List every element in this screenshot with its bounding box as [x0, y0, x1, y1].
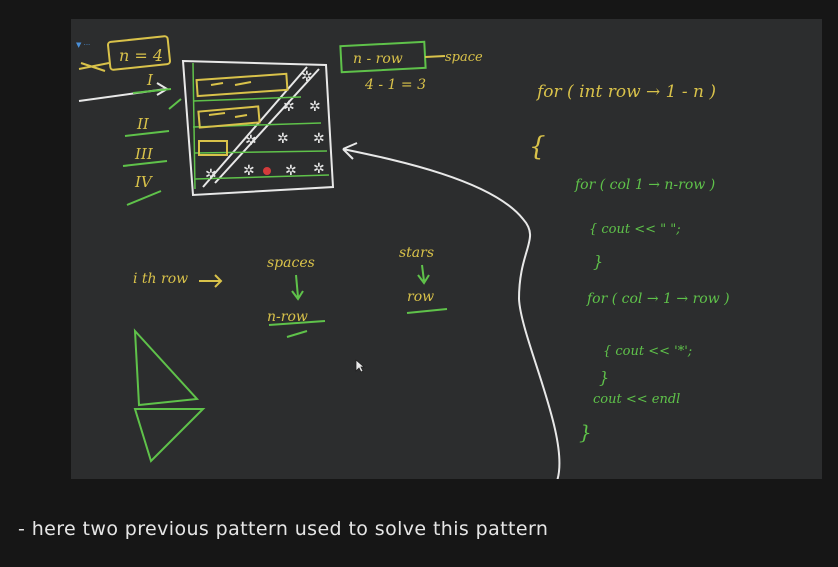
svg-text:✲: ✲	[285, 163, 297, 179]
whiteboard-drawing: ▼ ··· n = 4 I II III IV	[76, 35, 730, 479]
svg-text:✲: ✲	[313, 131, 325, 147]
svg-text:spaces: spaces	[267, 255, 315, 271]
callout-arrow	[342, 148, 561, 479]
svg-text:✲: ✲	[283, 99, 295, 115]
triangle-sketches	[133, 328, 206, 463]
svg-text:space: space	[445, 50, 483, 65]
svg-text:4 - 1 = 3: 4 - 1 = 3	[364, 77, 426, 93]
laser-pointer-dot	[263, 167, 271, 175]
app-logo-mark: ▼ ···	[76, 41, 90, 49]
svg-text:✲: ✲	[313, 161, 325, 177]
svg-text:}: }	[599, 368, 609, 387]
svg-text:n - row: n - row	[353, 51, 403, 67]
svg-text:✲: ✲	[205, 167, 217, 183]
svg-text:i th row: i th row	[133, 271, 188, 287]
svg-text:✲: ✲	[243, 163, 255, 179]
svg-text:✲: ✲	[245, 133, 257, 149]
svg-text:IV: IV	[134, 173, 154, 191]
ith-row-note: i th row spaces n-row stars row	[133, 245, 448, 338]
svg-text:✲: ✲	[277, 131, 289, 147]
whiteboard-canvas[interactable]: ▼ ··· n = 4 I II III IV	[71, 19, 822, 479]
svg-text:for ( int row → 1 - n ): for ( int row → 1 - n )	[535, 82, 716, 102]
svg-text:}: }	[593, 252, 603, 271]
svg-text:{ cout << " ";: { cout << " ";	[589, 222, 681, 237]
svg-text:✲: ✲	[301, 69, 313, 85]
n-value-note: n = 4	[78, 35, 172, 72]
pattern-grid: ✲ ✲ ✲ ✲ ✲ ✲ ✲ ✲ ✲ ✲	[181, 59, 335, 197]
svg-text:III: III	[134, 145, 154, 163]
svg-text:for ( col → 1 → row ): for ( col → 1 → row )	[586, 291, 730, 307]
svg-text:for ( col 1 → n-row ): for ( col 1 → n-row )	[574, 177, 715, 193]
svg-text:n = 4: n = 4	[119, 46, 163, 65]
svg-text:row: row	[407, 289, 434, 305]
svg-text:{: {	[529, 132, 546, 162]
mouse-cursor-icon	[355, 358, 366, 377]
code-snippet: for ( int row → 1 - n ) { for ( col 1 → …	[529, 82, 730, 444]
svg-text:cout << endl: cout << endl	[593, 392, 680, 407]
svg-text:n-row: n-row	[267, 309, 308, 325]
svg-text:{ cout << '*';: { cout << '*';	[603, 344, 692, 359]
svg-text:II: II	[136, 115, 150, 133]
svg-text:}: }	[579, 420, 592, 444]
spaces-note: n - row space 4 - 1 = 3	[339, 40, 483, 93]
caption-text: - here two previous pattern used to solv…	[18, 518, 549, 540]
svg-text:I: I	[146, 71, 154, 89]
svg-text:✲: ✲	[309, 99, 321, 115]
row-numbers: I II III IV	[122, 71, 182, 206]
svg-text:stars: stars	[399, 245, 434, 261]
